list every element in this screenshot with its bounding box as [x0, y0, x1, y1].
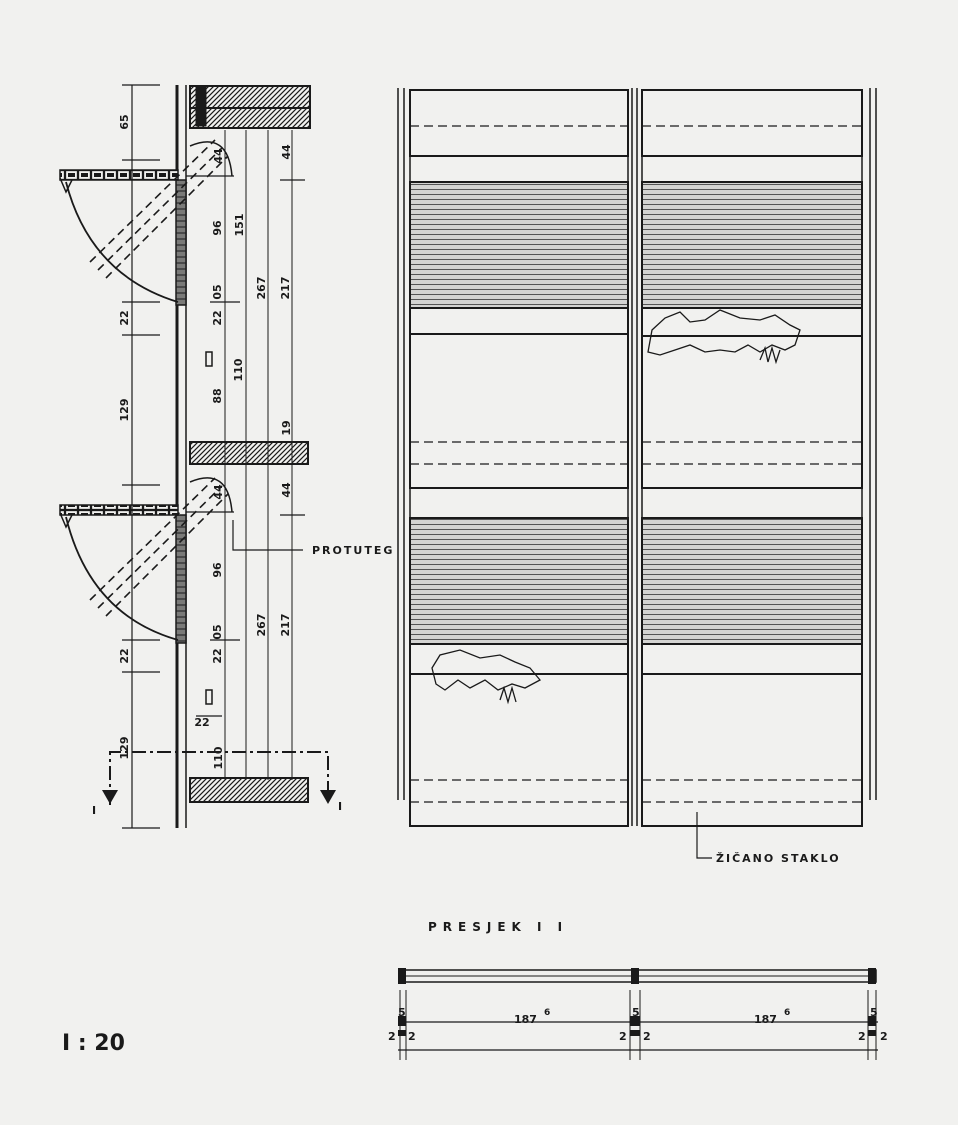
dim-217-bottom: 217 [279, 614, 292, 637]
dim-96-bottom: 96 [211, 562, 224, 578]
front-elevation [397, 88, 877, 859]
section-title: PRESJEK I I [428, 920, 568, 934]
dim-129-top: 129 [118, 399, 131, 422]
dim-22-mid-top: 22 [211, 310, 224, 325]
dim-05-top: 05 [211, 284, 224, 299]
dim-96-top: 96 [211, 220, 224, 236]
dim-22-left-bottom: 22 [118, 648, 131, 663]
plan-dimensions: 187 6 187 6 5 5 5 2 2 2 2 2 2 [388, 1006, 888, 1043]
dim-22-mid-bottom: 22 [211, 648, 224, 663]
dim-44-top: 44 [212, 148, 225, 164]
plan-dim-5-center: 5 [632, 1006, 640, 1019]
dim-151: 151 [233, 214, 246, 237]
dim-05-bottom: 05 [211, 624, 224, 639]
plan-width-right: 187 [754, 1013, 777, 1026]
dim-19: 19 [280, 420, 293, 435]
section-marker-right: I [338, 800, 342, 813]
plan-width-left: 187 [514, 1013, 537, 1026]
dim-65: 65 [118, 114, 131, 129]
scale-label: I : 20 [62, 1031, 125, 1056]
wired-glass-label: ŽIČANO STAKLO [716, 852, 841, 865]
plan-dim-2-c: 2 [619, 1030, 627, 1043]
plan-dim-2-b: 2 [408, 1030, 416, 1043]
counterweight-label: PROTUTEG [312, 544, 394, 557]
section-marker-left: I [92, 804, 96, 817]
plan-width-right-sup: 6 [784, 1008, 790, 1018]
plan-section [398, 968, 878, 1060]
dim-129-bottom: 129 [118, 737, 131, 760]
dim-44-mid: 44 [212, 484, 225, 500]
dim-267-top: 267 [255, 277, 268, 300]
plan-dim-5-right: 5 [870, 1006, 878, 1019]
dim-88: 88 [211, 388, 224, 403]
section-elevation [59, 84, 336, 829]
dim-110-top: 110 [232, 358, 245, 381]
dim-44-top-right: 44 [280, 144, 293, 160]
plan-width-left-sup: 6 [544, 1008, 550, 1018]
plan-dim-2-d: 2 [643, 1030, 651, 1043]
dim-267-bottom: 267 [255, 614, 268, 637]
plan-dim-2-e: 2 [858, 1030, 866, 1043]
elevation-dimensions: 65 44 44 96 151 05 267 217 22 22 129 110… [118, 114, 293, 769]
dim-110-bottom: 110 [212, 746, 225, 769]
dim-217-top: 217 [279, 277, 292, 300]
dim-22-horizontal: 22 [194, 716, 209, 729]
plan-dim-2-f: 2 [880, 1030, 888, 1043]
plan-dim-2-a: 2 [388, 1030, 396, 1043]
dim-22-left-top: 22 [118, 310, 131, 325]
dim-44-mid-right: 44 [280, 482, 293, 498]
plan-dim-5-left: 5 [398, 1006, 406, 1019]
